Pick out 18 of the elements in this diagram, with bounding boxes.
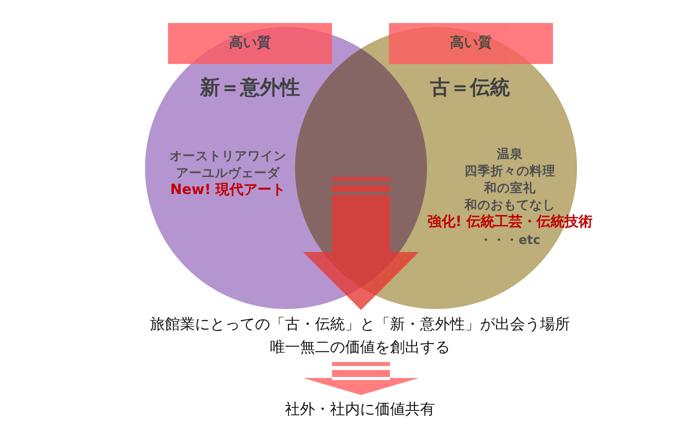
circle-heading: 新＝意外性 — [200, 74, 300, 101]
item-text: 和のおもてなし — [464, 196, 556, 213]
statement-text: 社外・社内に価値共有 — [285, 399, 435, 420]
block-arrow — [303, 177, 419, 310]
item-text: オーストリアワイン — [170, 147, 286, 164]
item-text: アーユルヴェーダ — [176, 164, 280, 181]
item-text: 四季折々の料理 — [464, 162, 556, 179]
item-text: 和の室礼 — [484, 179, 536, 196]
highlight-text: 強化! 伝統工芸・伝統技術 — [427, 213, 593, 231]
item-text: ・・・etc — [480, 231, 540, 248]
highlight-text: New! 現代アート — [170, 181, 286, 199]
quality-band: 高い質 — [389, 23, 553, 64]
item-text: 温泉 — [497, 145, 523, 162]
statement-text: 唯一無二の価値を創出する — [270, 337, 450, 358]
statement-text: 旅館業にとっての「古・伝統」と「新・意外性」が出会う場所 — [150, 314, 570, 335]
block-arrow — [303, 362, 419, 395]
quality-band: 高い質 — [168, 23, 332, 64]
circle-heading: 古＝伝統 — [430, 74, 510, 101]
